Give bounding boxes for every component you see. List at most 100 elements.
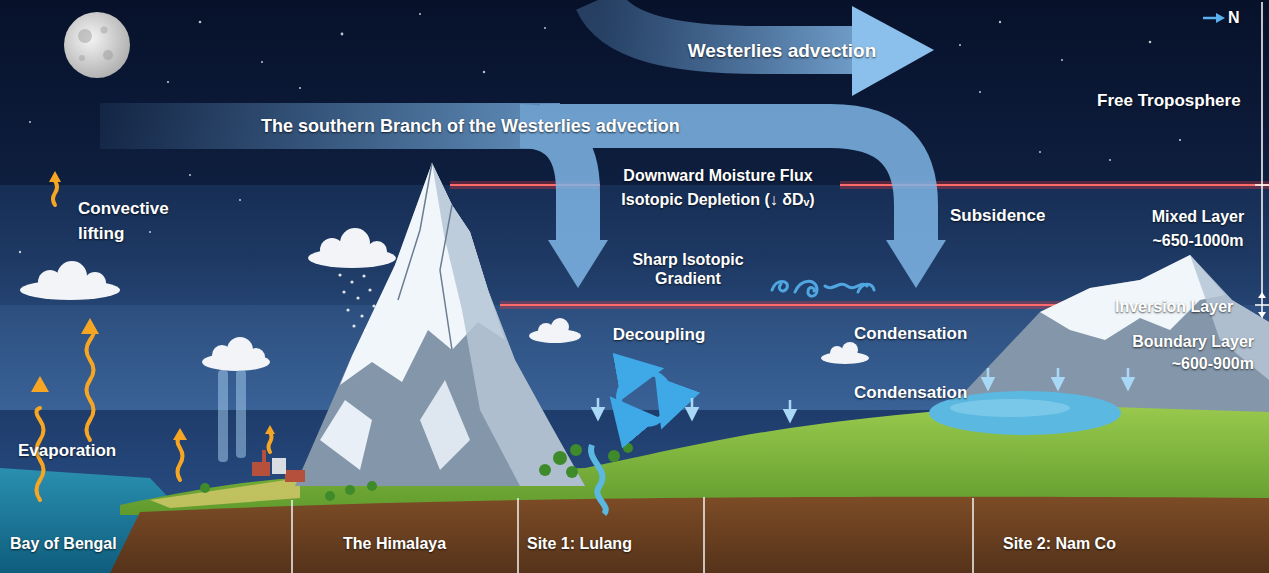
river xyxy=(591,445,606,514)
moon xyxy=(78,29,92,43)
process-label: Condensation xyxy=(854,323,967,344)
southern-branch-arrow xyxy=(540,126,916,242)
snowfall xyxy=(346,308,349,311)
clouds xyxy=(20,228,869,371)
stars xyxy=(149,231,151,233)
moon xyxy=(103,50,113,60)
clouds xyxy=(340,228,370,258)
trees xyxy=(539,464,551,476)
snowfall xyxy=(350,280,353,283)
southern-branch-arrow xyxy=(100,126,946,288)
condensation-arrows xyxy=(789,400,792,416)
decoupling-cycle xyxy=(619,372,671,424)
process-label: Convective lifting xyxy=(78,197,178,246)
north-arrow xyxy=(1203,17,1218,20)
turbulence-swirls xyxy=(772,282,787,291)
north-arrow xyxy=(1203,13,1225,23)
trees xyxy=(553,451,567,465)
site-label: Site 2: Nam Co xyxy=(1003,534,1116,554)
evaporation-arrows xyxy=(269,432,272,452)
factories xyxy=(252,462,270,476)
stars xyxy=(261,61,263,63)
factories xyxy=(252,450,305,482)
site-dividers xyxy=(517,498,519,573)
clouds xyxy=(367,241,387,261)
decoupling-cycle xyxy=(625,415,665,424)
layer-label: Boundary Layer ~600-900m xyxy=(1114,331,1254,376)
process-label: Decoupling xyxy=(613,324,706,345)
turbulence-swirls xyxy=(795,281,817,296)
stars xyxy=(1149,41,1152,44)
process-label: Downward Moisture Flux xyxy=(623,166,812,186)
process-label: Isotopic Depletion (↓ δDᵥ) xyxy=(621,190,814,210)
site-dividers xyxy=(292,497,973,573)
snowfall xyxy=(360,314,363,317)
evaporation-heads xyxy=(173,428,187,440)
trees xyxy=(345,485,355,495)
terrain xyxy=(150,478,300,508)
southern-branch-arrow xyxy=(548,240,608,288)
trees xyxy=(325,491,335,501)
layer-label: Free Troposphere xyxy=(1097,90,1241,111)
process-label: Evaporation xyxy=(18,440,116,461)
moon xyxy=(101,27,108,34)
trees xyxy=(367,481,377,491)
height-scale xyxy=(1255,304,1269,306)
snowfall xyxy=(338,273,341,276)
himalaya-mountain xyxy=(320,400,372,470)
factories xyxy=(285,470,305,482)
turbulence-swirls xyxy=(772,281,874,296)
clouds xyxy=(84,272,106,294)
clouds xyxy=(57,261,87,291)
westerlies-arrow xyxy=(598,0,934,96)
process-label: Sharp Isotopic Gradient xyxy=(613,250,763,288)
stars xyxy=(167,81,169,83)
layer-label: Inversion Layer xyxy=(1115,297,1233,317)
stars xyxy=(199,21,202,24)
trees xyxy=(566,466,578,478)
condensation-arrows xyxy=(1127,368,1130,384)
compass-label: N xyxy=(1228,8,1240,28)
layer-boundaries xyxy=(500,301,1105,309)
flow-label: Westerlies advection xyxy=(688,39,877,63)
snowfall xyxy=(364,328,367,331)
moon xyxy=(79,55,85,61)
snowfall xyxy=(362,274,365,277)
site-dividers xyxy=(291,500,293,573)
snowfall xyxy=(356,296,359,299)
site-label: The Himalaya xyxy=(343,534,446,554)
snowfall xyxy=(342,290,345,293)
trees xyxy=(570,444,582,456)
evaporation-heads xyxy=(31,376,49,392)
tibet-mountains xyxy=(955,255,1269,412)
stars xyxy=(483,71,485,73)
evaporation-arrows xyxy=(53,181,57,205)
evaporation-heads xyxy=(81,318,99,334)
evaporation-heads xyxy=(49,171,61,182)
himalaya-mountain xyxy=(398,163,452,350)
snowfall xyxy=(368,288,371,291)
clouds xyxy=(551,318,569,336)
stars xyxy=(1109,159,1111,161)
stars xyxy=(979,91,981,93)
tibet-mountains xyxy=(955,255,1269,412)
site-dividers xyxy=(703,497,705,573)
factories xyxy=(272,458,286,474)
condensation-arrows xyxy=(987,368,990,384)
stars xyxy=(19,13,1181,253)
process-label: Subsidence xyxy=(950,205,1045,226)
trees xyxy=(200,483,210,493)
trees xyxy=(608,450,620,462)
decoupling-cycle xyxy=(619,372,640,407)
rain-shafts xyxy=(218,370,246,462)
north-arrow xyxy=(1216,13,1225,23)
stars xyxy=(29,121,31,123)
stars xyxy=(544,27,546,29)
nam-co-lake xyxy=(950,399,1070,417)
snowfall xyxy=(352,324,355,327)
himalaya-mountain xyxy=(295,163,585,486)
moon xyxy=(64,12,130,78)
